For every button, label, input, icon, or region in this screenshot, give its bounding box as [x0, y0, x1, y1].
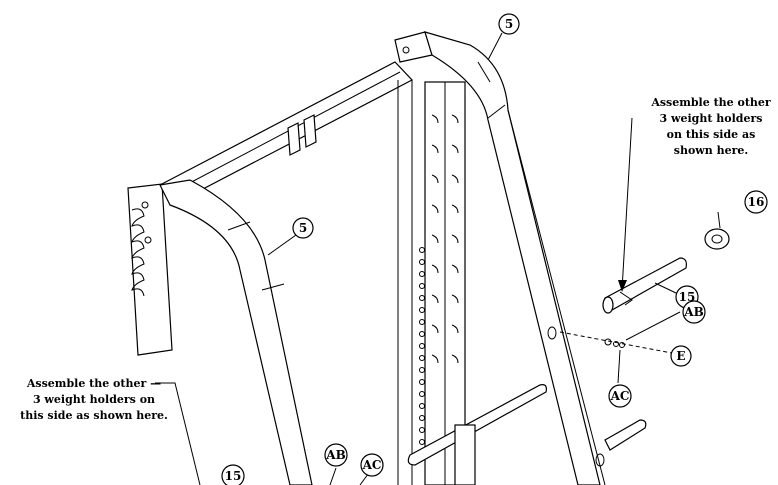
svg-text:AC: AC — [362, 458, 382, 472]
adjustment-holes — [419, 247, 425, 445]
svg-text:15: 15 — [225, 469, 242, 483]
left-upright-frame — [159, 179, 313, 485]
callout-bumper: 16 — [744, 190, 768, 214]
callout-nut-right: AC — [608, 384, 632, 408]
right-upright-frame — [394, 31, 605, 485]
callout-weight-holder-left: 15 — [221, 464, 245, 485]
hardware-line — [559, 331, 673, 354]
callout-frame-left: 5 — [292, 217, 314, 239]
callout-washer-left: AB — [324, 443, 348, 467]
note-left-leader — [155, 382, 201, 485]
callout-washer-right: AB — [682, 300, 706, 324]
callout-bolt: E — [670, 345, 692, 367]
note-right-side: Assemble the other 3 weight holders on t… — [651, 96, 771, 157]
svg-text:5: 5 — [299, 221, 307, 235]
callout-frame-top: 5 — [498, 13, 520, 35]
far-right-upright — [507, 109, 606, 485]
crossbeam-brackets — [287, 114, 317, 156]
svg-text:AB: AB — [325, 448, 345, 462]
svg-text:E: E — [676, 349, 685, 363]
center-guide-column — [424, 81, 466, 485]
svg-text:15: 15 — [679, 290, 696, 304]
lower-pegs — [407, 384, 647, 485]
top-crossbeam — [158, 61, 413, 203]
note-left-side: Assemble the other — 3 weight holders on… — [20, 377, 168, 422]
rear-uprights — [397, 80, 413, 485]
weight-holder-peg — [602, 228, 730, 314]
svg-text:16: 16 — [748, 195, 765, 209]
left-weight-rack — [127, 183, 173, 356]
note-right-arrow — [618, 117, 633, 292]
svg-text:AC: AC — [610, 389, 630, 403]
svg-text:AB: AB — [683, 305, 703, 319]
svg-text:5: 5 — [505, 17, 513, 31]
callout-nut-left: AC — [360, 453, 384, 477]
